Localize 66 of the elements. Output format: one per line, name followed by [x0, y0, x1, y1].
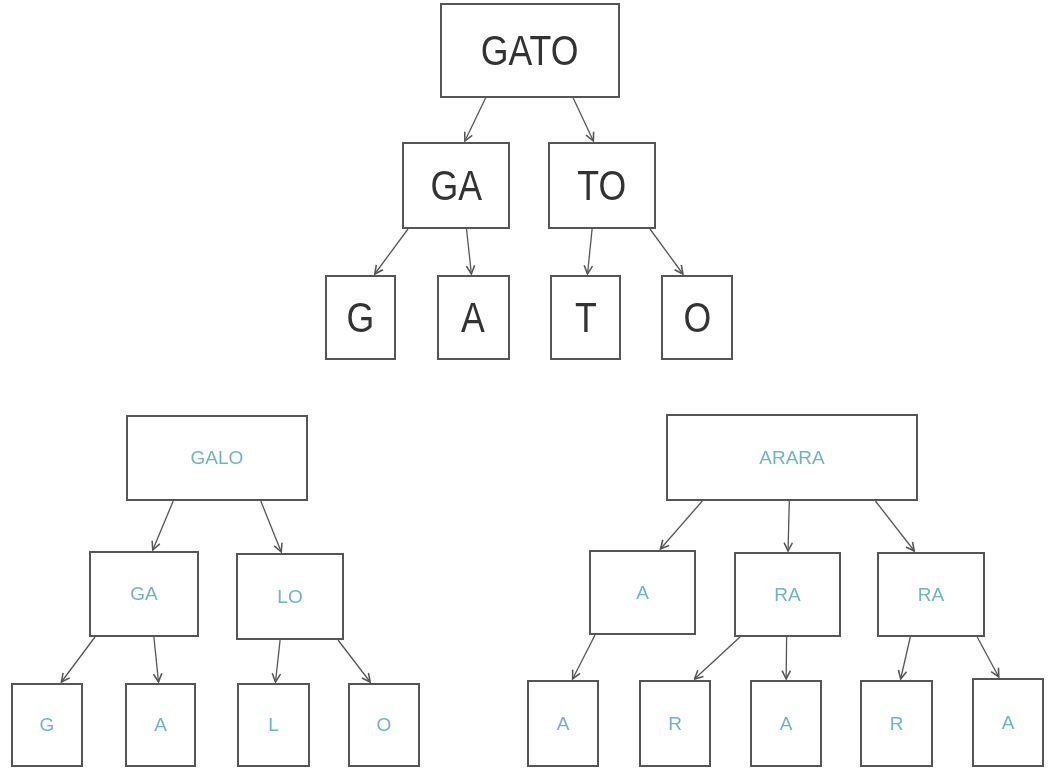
syllable-text: GATO: [481, 26, 579, 75]
syllable-text: A: [779, 712, 793, 735]
syllable-text: A: [154, 714, 167, 736]
arrow: [976, 636, 1000, 678]
word-box: [666, 414, 918, 501]
syllable-text: R: [668, 712, 682, 735]
syllable-text: O: [376, 714, 392, 736]
syllable-text: A: [1001, 711, 1015, 734]
syllable-text: L: [268, 714, 279, 736]
syllable-text: R: [889, 712, 904, 735]
arrow: [152, 636, 163, 683]
word-box: [126, 415, 308, 501]
word-box: [125, 683, 196, 767]
arrow: [897, 636, 911, 680]
word-box: [550, 275, 621, 360]
arrow: [693, 636, 741, 680]
syllable-text: A: [461, 293, 486, 342]
word-box: [440, 3, 620, 98]
arrow: [151, 500, 174, 551]
word-box: [402, 142, 510, 229]
word-box: [237, 683, 310, 767]
arrow: [571, 634, 596, 680]
syllable-text: RA: [917, 583, 945, 606]
arrow: [572, 97, 595, 142]
word-box: [877, 552, 985, 637]
word-box: [734, 552, 841, 637]
word-box: [348, 683, 420, 767]
word-box: [527, 680, 599, 767]
arrow: [874, 500, 916, 552]
arrow: [463, 97, 487, 142]
word-box: [236, 553, 344, 640]
word-box: [437, 275, 510, 360]
word-box: [860, 680, 933, 767]
syllable-text: RA: [774, 583, 801, 606]
word-box: [639, 680, 711, 767]
word-box: [589, 550, 696, 635]
arrow: [781, 636, 792, 680]
syllable-text: T: [574, 293, 597, 342]
word-box: [548, 142, 656, 229]
word-box: [89, 551, 199, 637]
word-box: [661, 275, 733, 360]
syllable-text: GALO: [190, 447, 244, 469]
word-box: [325, 275, 396, 360]
syllable-text: LO: [277, 585, 303, 608]
word-box: [11, 683, 83, 767]
syllable-text: TO: [577, 161, 627, 210]
arrow: [783, 500, 794, 552]
arrow: [465, 228, 476, 275]
syllable-text: GA: [430, 161, 482, 210]
syllable-text: O: [683, 293, 711, 342]
arrow: [271, 639, 282, 683]
arrow: [60, 636, 96, 683]
word-box: [972, 678, 1044, 767]
arrow: [260, 500, 283, 553]
arrow: [337, 639, 371, 683]
syllable-text: A: [636, 581, 649, 604]
arrow: [659, 500, 703, 550]
syllable-text: ARARA: [759, 446, 825, 469]
syllable-text: GA: [130, 583, 158, 605]
syllable-text: G: [39, 714, 55, 736]
arrow: [583, 228, 594, 275]
arrow: [373, 228, 409, 275]
syllable-text: A: [556, 712, 570, 735]
arrow: [649, 228, 684, 275]
word-box: [750, 680, 822, 767]
syllable-text: G: [346, 293, 375, 342]
